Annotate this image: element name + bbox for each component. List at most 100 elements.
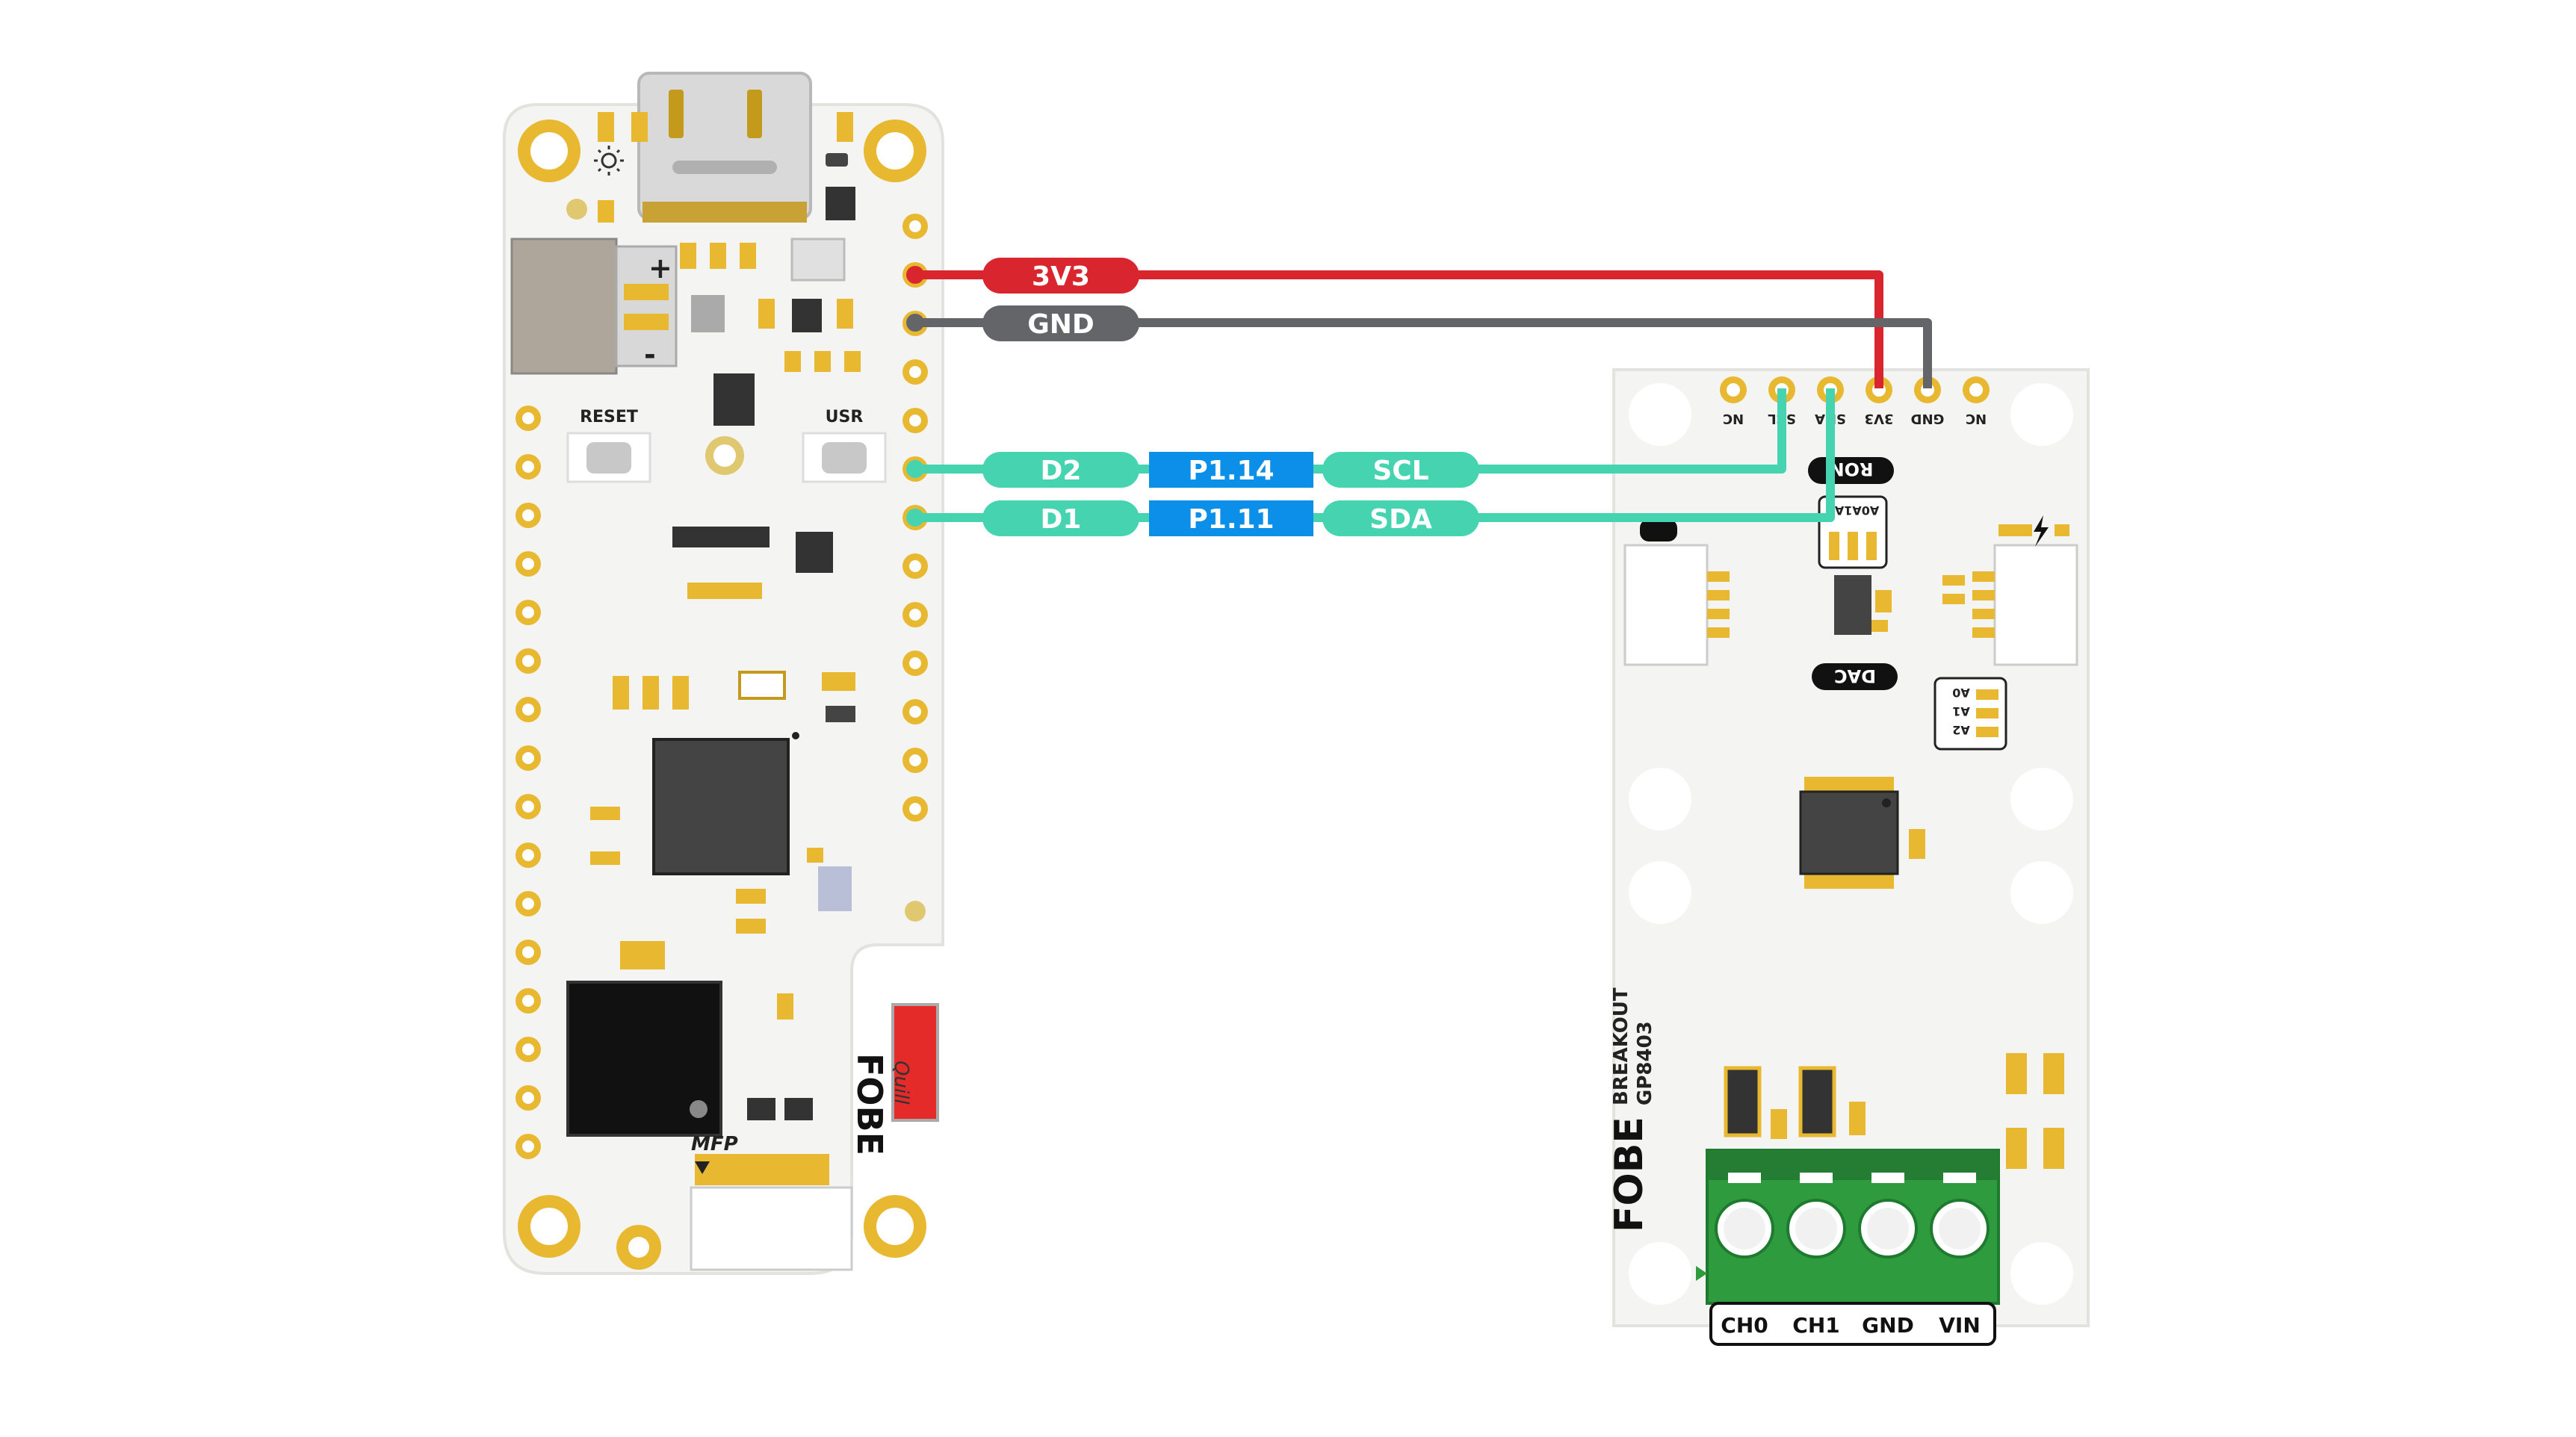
lightning-icon [2034, 515, 2049, 547]
header-pin [902, 408, 928, 433]
label-gnd: GND [982, 305, 1139, 341]
addr-label: A0A1A2 [1827, 503, 1880, 518]
wires: 3V3 GND D2 P1.14 SCL D1 P1.11 SDA [906, 258, 1932, 536]
terminal-screw [1786, 1199, 1846, 1258]
ron-label: RON [1830, 459, 1874, 479]
header-pin [515, 1037, 541, 1062]
usr-button: USR [802, 408, 887, 483]
header-pin [902, 796, 928, 822]
resistor [1871, 620, 1888, 632]
terminal-label: CH1 [1792, 1313, 1839, 1338]
svg-text:GND: GND [1027, 309, 1095, 340]
addr-pin-label: A2 [1952, 723, 1970, 737]
terminal-screw [1858, 1199, 1918, 1258]
terminal-screw [1930, 1199, 1990, 1258]
breakout-pin-label: NC [1723, 411, 1744, 426]
breakout-title: FOBE BREAKOUT GP8403 [1607, 987, 1656, 1232]
terminal-label: GND [1862, 1313, 1914, 1338]
addr-pad [1976, 689, 1998, 700]
ron-badge: RON [1808, 457, 1894, 484]
svg-text:P1.14: P1.14 [1188, 456, 1274, 486]
header-pin [902, 214, 928, 239]
header-pin [515, 794, 541, 819]
breakout-header-pin: NC [1720, 376, 1747, 426]
terminal-label: CH0 [1721, 1313, 1768, 1338]
addr-pin-label: A1 [1952, 704, 1970, 718]
header-pin [902, 359, 928, 385]
battery-plus-label: + [648, 252, 672, 285]
header-pin [515, 940, 541, 965]
breakout-right-module [1942, 515, 2078, 666]
svg-text:D1: D1 [1041, 504, 1082, 535]
reset-label: RESET [580, 408, 638, 426]
header-pin [515, 454, 541, 479]
svg-text:3V3: 3V3 [1032, 261, 1090, 292]
label-scl-row: D2 P1.14 SCL [982, 452, 1479, 488]
svg-text:Quill: Quill [890, 1061, 912, 1105]
svg-text:SCL: SCL [1372, 456, 1428, 486]
header-pin [902, 602, 928, 627]
header-pin [515, 503, 541, 528]
quill-left-pins [515, 406, 541, 1159]
address-pins: A0A1A2 [1933, 677, 2007, 751]
wire-gnd [915, 318, 1932, 388]
quill-logo: FOBE Quill [849, 1053, 912, 1155]
header-pin [515, 745, 541, 771]
header-pin [515, 648, 541, 674]
regulator-ic [1834, 575, 1871, 635]
svg-text:SDA: SDA [1369, 504, 1432, 535]
address-jumper: A0A1A2 [1818, 495, 1888, 569]
label-sda-row: D1 P1.11 SDA [982, 500, 1479, 536]
breakout-mounting-holes [1629, 383, 2073, 1305]
terminal-label: VIN [1939, 1313, 1981, 1338]
header-pin [902, 651, 928, 676]
header-pin [515, 988, 541, 1014]
mfp-label: MFP [691, 1133, 738, 1155]
quill-components [566, 112, 861, 1271]
svg-text:D2: D2 [1041, 456, 1082, 486]
header-pin [515, 891, 541, 916]
breakout-left-module [1623, 519, 1730, 666]
dac-badge: DAC [1812, 663, 1898, 690]
dac-label: DAC [1834, 665, 1876, 686]
breakout-pin-label: GND [1911, 411, 1945, 426]
reset-button: RESET [566, 408, 651, 483]
header-pin [902, 748, 928, 773]
sun-icon [594, 146, 624, 176]
addr-pad [1976, 708, 1998, 718]
svg-text:P1.11: P1.11 [1188, 504, 1274, 535]
addr-pin-label: A0 [1952, 686, 1970, 700]
wire-3v3 [915, 270, 1883, 388]
usr-label: USR [826, 408, 864, 426]
header-pin [515, 697, 541, 722]
header-pin [902, 699, 928, 724]
gp8403-chip [1799, 777, 1925, 889]
battery-minus-label: - [644, 338, 656, 371]
breakout-title-2: GP8403 [1634, 1021, 1656, 1105]
header-pin [515, 406, 541, 431]
header-pin [515, 1085, 541, 1111]
header-pin [515, 1134, 541, 1159]
power-switch [891, 1003, 939, 1122]
breakout-pin-label: 3V3 [1865, 411, 1894, 426]
label-3v3: 3V3 [982, 258, 1139, 294]
breakout-header-pin: NC [1963, 376, 1990, 426]
breakout-pin-label: NC [1966, 411, 1987, 426]
usb-c-connector [637, 72, 812, 223]
capacitor [1875, 590, 1892, 612]
terminal-block: CH0 CH1 GND VIN [1696, 1149, 2000, 1346]
terminal-screw [1715, 1199, 1774, 1258]
header-pin [515, 600, 541, 625]
header-pin [515, 551, 541, 577]
protection-diodes [1724, 1053, 2064, 1169]
breakout-logo: FOBE [1607, 1117, 1652, 1232]
battery-connector: + - [510, 238, 678, 375]
breakout-title-1: BREAKOUT [1610, 987, 1632, 1105]
header-pin [515, 842, 541, 868]
header-pin [902, 553, 928, 579]
addr-pad [1976, 727, 1998, 737]
quill-mounting-holes [518, 120, 926, 1258]
quill-right-pins [902, 214, 928, 822]
